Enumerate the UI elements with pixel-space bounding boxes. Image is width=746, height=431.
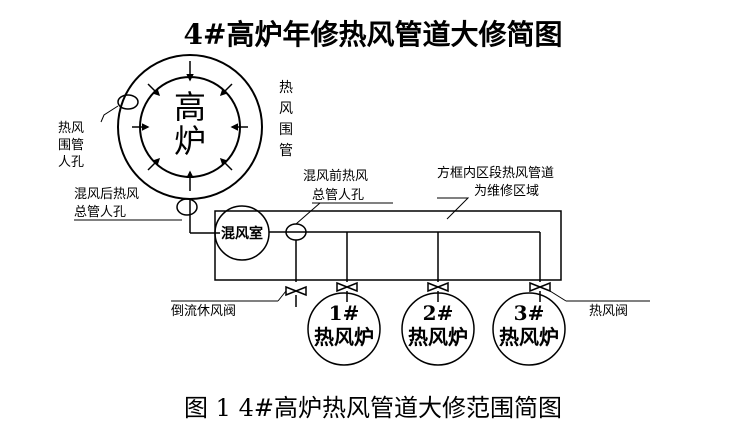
stove-1-number: 1# — [329, 301, 360, 325]
ring-arrow-lower-left — [147, 157, 161, 171]
post-mix-manhole-marker — [176, 198, 198, 216]
valve-labels: 倒流休风阀 热风阀 — [171, 290, 650, 319]
backflow-valve-icon — [285, 285, 307, 297]
diagram-title: 4#高炉年修热风管道大修简图 — [184, 18, 563, 51]
valves — [285, 281, 551, 307]
ring-arrow-lower-right — [219, 157, 233, 171]
stove-3-number: 3# — [514, 301, 545, 325]
stove-2: 2# 热风炉 — [401, 292, 475, 366]
figure-caption: 图 1 4#高炉热风管道大修范围简图 — [184, 394, 562, 422]
backflow-valve-leader — [277, 290, 287, 302]
pre-mix-manhole: 混风前热风 总管人孔 — [285, 168, 393, 241]
blast-furnace-label-line-1: 高 — [174, 88, 206, 126]
hot-air-ring-label-line-1: 热 — [279, 80, 293, 96]
stove-1: 1# 热风炉 — [307, 292, 381, 366]
post-mix-manhole-label-line-1: 混风后热风 — [74, 187, 139, 202]
post-mix-manhole-label: 混风后热风 总管人孔 — [74, 187, 182, 221]
ring-manhole-marker — [117, 94, 139, 110]
pre-mix-manhole-label-line-1: 混风前热风 — [303, 168, 368, 184]
ring-manhole-leader — [100, 105, 119, 123]
repair-area-label-line-1: 方框内区段热风管道 — [437, 165, 554, 181]
stove-3: 3# 热风炉 — [492, 292, 566, 366]
stove-2-circle — [401, 292, 475, 366]
hot-air-ring-label-line-2: 风 — [279, 101, 293, 117]
stove-1-name: 热风炉 — [314, 325, 374, 349]
blast-furnace-group: 高 炉 — [117, 54, 263, 200]
stove-3-name: 热风炉 — [499, 325, 559, 349]
hot-air-main-line — [269, 231, 541, 282]
repair-area-label-line-2: 为维修区域 — [474, 184, 539, 199]
stove-3-circle — [492, 292, 566, 366]
blast-furnace-label-line-2: 炉 — [174, 122, 206, 160]
ring-arrow-upper-left — [147, 83, 161, 97]
mixing-room-circle — [214, 205, 270, 261]
repair-area-leader — [437, 197, 470, 220]
stove-1-valve-icon — [336, 281, 358, 293]
hot-air-valve-label: 热风阀 — [589, 304, 628, 319]
pre-mix-manhole-label-line-2: 总管人孔 — [312, 188, 364, 203]
ring-manhole-label-line-3: 人孔 — [58, 155, 84, 170]
hot-air-ring-label-line-4: 管 — [279, 143, 293, 159]
main-hot-air-pipe — [176, 198, 220, 234]
ring-manhole: 热风 围管 人孔 — [58, 94, 139, 170]
ring-manhole-label-line-2: 围管 — [58, 138, 84, 153]
hot-air-ring-label: 热 风 围 管 — [279, 80, 293, 159]
mixing-room: 混风室 — [214, 205, 270, 261]
stove-1-circle — [307, 292, 381, 366]
stove-branches — [295, 232, 439, 282]
mixing-room-label: 混风室 — [221, 225, 263, 242]
repair-area-label: 方框内区段热风管道 为维修区域 — [437, 165, 554, 220]
repair-area-box — [214, 210, 562, 281]
hot-air-valve-leader — [549, 290, 567, 302]
backflow-valve-label: 倒流休风阀 — [171, 304, 236, 319]
stove-2-valve-icon — [427, 281, 449, 293]
pre-mix-manhole-leader — [295, 202, 321, 225]
ring-manhole-label-line-1: 热风 — [58, 121, 84, 136]
stove-2-number: 2# — [423, 301, 454, 325]
post-mix-manhole-label-line-2: 总管人孔 — [74, 205, 126, 220]
stove-3-valve-icon — [529, 281, 551, 293]
hot-air-ring-label-line-3: 围 — [279, 122, 293, 138]
ring-arrow-upper-right — [219, 83, 233, 97]
stove-2-name: 热风炉 — [408, 325, 468, 349]
